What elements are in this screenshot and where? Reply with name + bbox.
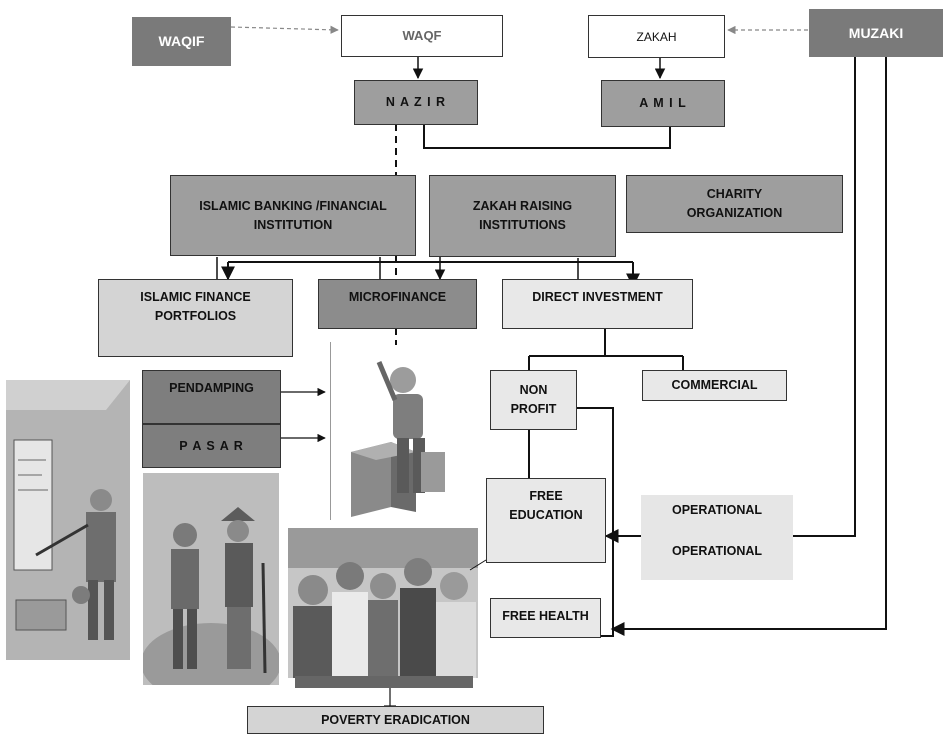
- non-profit-node: NON PROFIT: [490, 370, 577, 430]
- zakah-node: ZAKAH: [588, 15, 725, 58]
- link-nazir-amil: [423, 125, 671, 149]
- family-group-photo: [288, 528, 478, 678]
- charity-organization-node: CHARITY ORGANIZATION: [626, 175, 843, 233]
- operational-label-1: OPERATIONAL: [671, 503, 763, 517]
- islamic-banking-node: ISLAMIC BANKING /FINANCIAL INSTITUTION: [170, 175, 416, 256]
- education-to-photo: [469, 559, 487, 571]
- direct-investment-node: DIRECT INVESTMENT: [502, 279, 693, 329]
- nazir-node: N A Z I R: [354, 80, 478, 125]
- microfinance-node: MICROFINANCE: [318, 279, 477, 329]
- operational-panel: OPERATIONAL OPERATIONAL: [641, 495, 793, 580]
- woodworker-illustration: [330, 342, 459, 520]
- family-photo-base: [295, 676, 473, 688]
- market-conversation-illustration: [143, 473, 279, 685]
- nonprofit-to-health: [577, 407, 614, 637]
- muzaki-to-health: [610, 57, 887, 636]
- free-health-node: FREE HEALTH: [490, 598, 601, 638]
- muzaki-node: MUZAKI: [809, 9, 943, 57]
- arrow-waqif-to-waqf: [230, 25, 339, 34]
- amil-node: A M I L: [601, 80, 725, 127]
- zakah-raising-node: ZAKAH RAISING INSTITUTIONS: [429, 175, 616, 257]
- pasar-node: P A S A R: [142, 424, 281, 468]
- teacher-at-blackboard-illustration: [6, 380, 130, 660]
- free-education-node: FREE EDUCATION: [486, 478, 606, 563]
- poverty-eradication-node: POVERTY ERADICATION: [247, 706, 544, 734]
- commercial-node: COMMERCIAL: [642, 370, 787, 401]
- waqf-node: WAQF: [341, 15, 503, 57]
- pendamping-node: PENDAMPING: [142, 370, 281, 424]
- waqif-node: WAQIF: [132, 17, 231, 66]
- operational-label-2: OPERATIONAL: [671, 544, 763, 558]
- islamic-finance-portfolios-node: ISLAMIC FINANCE PORTFOLIOS: [98, 279, 293, 357]
